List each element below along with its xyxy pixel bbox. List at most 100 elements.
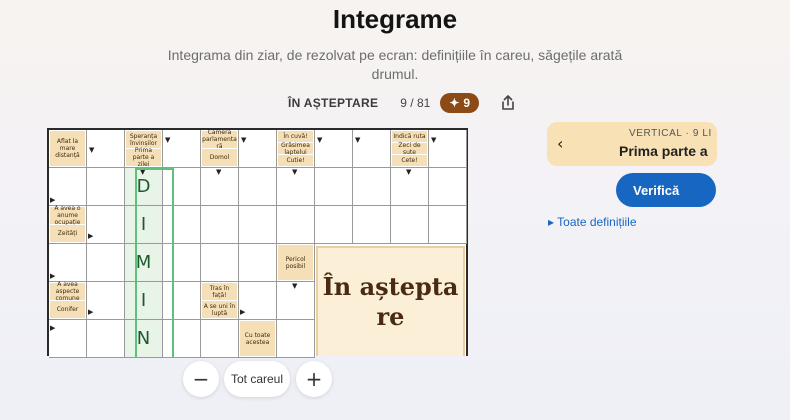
- grid-cell[interactable]: ▼: [239, 130, 277, 168]
- hints-button[interactable]: ✦ 9: [440, 93, 480, 113]
- grid-cell[interactable]: [353, 206, 391, 244]
- clue-cell[interactable]: În cuvă! Grăsimea laptelui Cutie!: [277, 130, 315, 168]
- grid-cell[interactable]: [87, 244, 125, 282]
- arrow-down-icon: ▼: [140, 168, 146, 176]
- grid-cell[interactable]: [391, 206, 429, 244]
- page-subtitle: Integrama din ziar, de rezolvat pe ecran…: [167, 47, 623, 82]
- grid-cell[interactable]: [429, 168, 467, 206]
- progress-counter: 9 / 81: [400, 96, 431, 110]
- grid-cell[interactable]: [163, 168, 201, 206]
- clue-camera: Cameră parlamenta ră: [202, 129, 237, 150]
- grid-cell[interactable]: ▼: [277, 168, 315, 206]
- arrow-right-icon: ▶: [50, 324, 56, 332]
- zoom-out-button[interactable]: −: [183, 361, 219, 397]
- clue-cete: Cete!: [392, 155, 427, 166]
- grid-cell[interactable]: ▶: [239, 282, 277, 320]
- grid-cell[interactable]: [163, 206, 201, 244]
- status-row: ÎN AȘTEPTARE 9 / 81 ✦ 9: [288, 92, 517, 114]
- grid-cell[interactable]: ▶: [49, 168, 87, 206]
- clue-cell[interactable]: Speranța învinșilor Prima parte a zilei: [125, 130, 163, 168]
- arrow-down-icon: ▼: [317, 136, 323, 144]
- arrow-right-icon: ▶: [240, 308, 246, 316]
- clue-indica: Indică ruta: [392, 131, 427, 142]
- grid-cell[interactable]: ▶: [87, 282, 125, 320]
- grid-cell[interactable]: [87, 168, 125, 206]
- arrow-right-icon: ▶: [88, 232, 94, 240]
- grid-cell[interactable]: ▼: [163, 130, 201, 168]
- arrow-down-icon: ▼: [165, 136, 171, 144]
- page-title: Integrame: [332, 4, 458, 34]
- grid-cell[interactable]: [315, 168, 353, 206]
- grid-cell[interactable]: [239, 168, 277, 206]
- clue-grasimea: Grăsimea laptelui: [278, 142, 313, 156]
- zoom-in-button[interactable]: +: [296, 361, 332, 397]
- grid-cell[interactable]: [201, 244, 239, 282]
- clue-cell[interactable]: Aflat la mare distanță: [49, 130, 87, 168]
- clue-cell[interactable]: Tras în față! A se uni în luptă: [201, 282, 239, 320]
- clue-prima: Prima parte a zilei: [126, 147, 161, 168]
- grid-cell[interactable]: [201, 206, 239, 244]
- answer-cell[interactable]: N: [125, 320, 163, 358]
- clue-aveaaspecte: A avea aspecte comune: [50, 281, 85, 302]
- grid-cell[interactable]: ▶: [49, 244, 87, 282]
- grid-cell[interactable]: [87, 320, 125, 358]
- grid-cell[interactable]: ▼: [87, 130, 125, 168]
- clue-cell[interactable]: Indică ruta Zeci de sute Cete!: [391, 130, 429, 168]
- answer-cell[interactable]: I: [125, 206, 163, 244]
- grid-cell[interactable]: [353, 168, 391, 206]
- clue-zeitati: Zeități: [50, 225, 85, 242]
- grid-cell[interactable]: [277, 206, 315, 244]
- grid-cell[interactable]: [239, 206, 277, 244]
- grid-cell[interactable]: [239, 244, 277, 282]
- clue-seuni: A se uni în luptă: [202, 301, 237, 318]
- verify-button[interactable]: Verifică: [616, 173, 716, 207]
- waiting-text: În așteptare: [322, 272, 459, 331]
- answer-letter: I: [140, 290, 147, 311]
- waiting-overlay: În așteptare: [316, 246, 465, 356]
- grid-cell[interactable]: [201, 320, 239, 358]
- grid-cell[interactable]: [163, 320, 201, 358]
- clue-aflat: Aflat la mare distanță: [50, 131, 85, 166]
- clue-cell[interactable]: Cameră parlamenta ră Domol: [201, 129, 239, 168]
- clue-speranta: Speranța învinșilor: [126, 131, 161, 148]
- plus-icon: +: [305, 367, 323, 391]
- answer-cell[interactable]: ▼D: [125, 168, 163, 206]
- minus-icon: −: [192, 367, 210, 391]
- clue-pericol: Pericol posibil: [278, 245, 313, 280]
- chevron-left-icon[interactable]: ‹: [557, 134, 564, 153]
- clue-cell[interactable]: A avea o anume ocupație Zeități: [49, 205, 87, 244]
- grid-cell[interactable]: [163, 282, 201, 320]
- clue-incuva: În cuvă!: [278, 131, 313, 142]
- clue-cell[interactable]: A avea aspecte comune Conifer: [49, 281, 87, 320]
- arrow-down-icon: ▼: [241, 136, 247, 144]
- grid-cell[interactable]: [429, 206, 467, 244]
- grid-cell[interactable]: ▼: [391, 168, 429, 206]
- grid-cell[interactable]: ▼: [201, 168, 239, 206]
- hints-count: 9: [463, 96, 471, 110]
- grid-cell[interactable]: [315, 206, 353, 244]
- share-icon[interactable]: [499, 94, 517, 112]
- grid-cell[interactable]: [277, 320, 315, 358]
- arrow-down-icon: ▼: [355, 136, 361, 144]
- grid-cell[interactable]: ▼: [277, 282, 315, 320]
- arrow-right-icon: ▶: [50, 272, 56, 280]
- grid-cell[interactable]: ▼: [429, 130, 467, 168]
- answer-letter: N: [136, 328, 151, 349]
- clue-aveaanume: A avea o anume ocupație: [50, 205, 85, 226]
- answer-letter: M: [135, 252, 152, 273]
- clue-cutoate: Cu toate acestea: [240, 321, 275, 356]
- clue-cutie: Cutie!: [278, 155, 313, 166]
- fit-grid-button[interactable]: Tot careul: [224, 361, 290, 397]
- grid-cell[interactable]: ▼: [353, 130, 391, 168]
- clue-cell[interactable]: Cu toate acestea: [239, 320, 277, 358]
- clue-cell[interactable]: Pericol posibil: [277, 244, 315, 282]
- grid-cell[interactable]: ▶: [87, 206, 125, 244]
- active-clue-text: Prima parte a: [619, 143, 708, 159]
- all-definitions-link[interactable]: ▸ Toate definițiile: [548, 215, 637, 229]
- grid-cell[interactable]: ▶: [49, 320, 87, 358]
- grid-cell[interactable]: ▼: [315, 130, 353, 168]
- arrow-right-icon: ▶: [88, 308, 94, 316]
- answer-cell[interactable]: I: [125, 282, 163, 320]
- answer-cell[interactable]: M: [125, 244, 163, 282]
- grid-cell[interactable]: [163, 244, 201, 282]
